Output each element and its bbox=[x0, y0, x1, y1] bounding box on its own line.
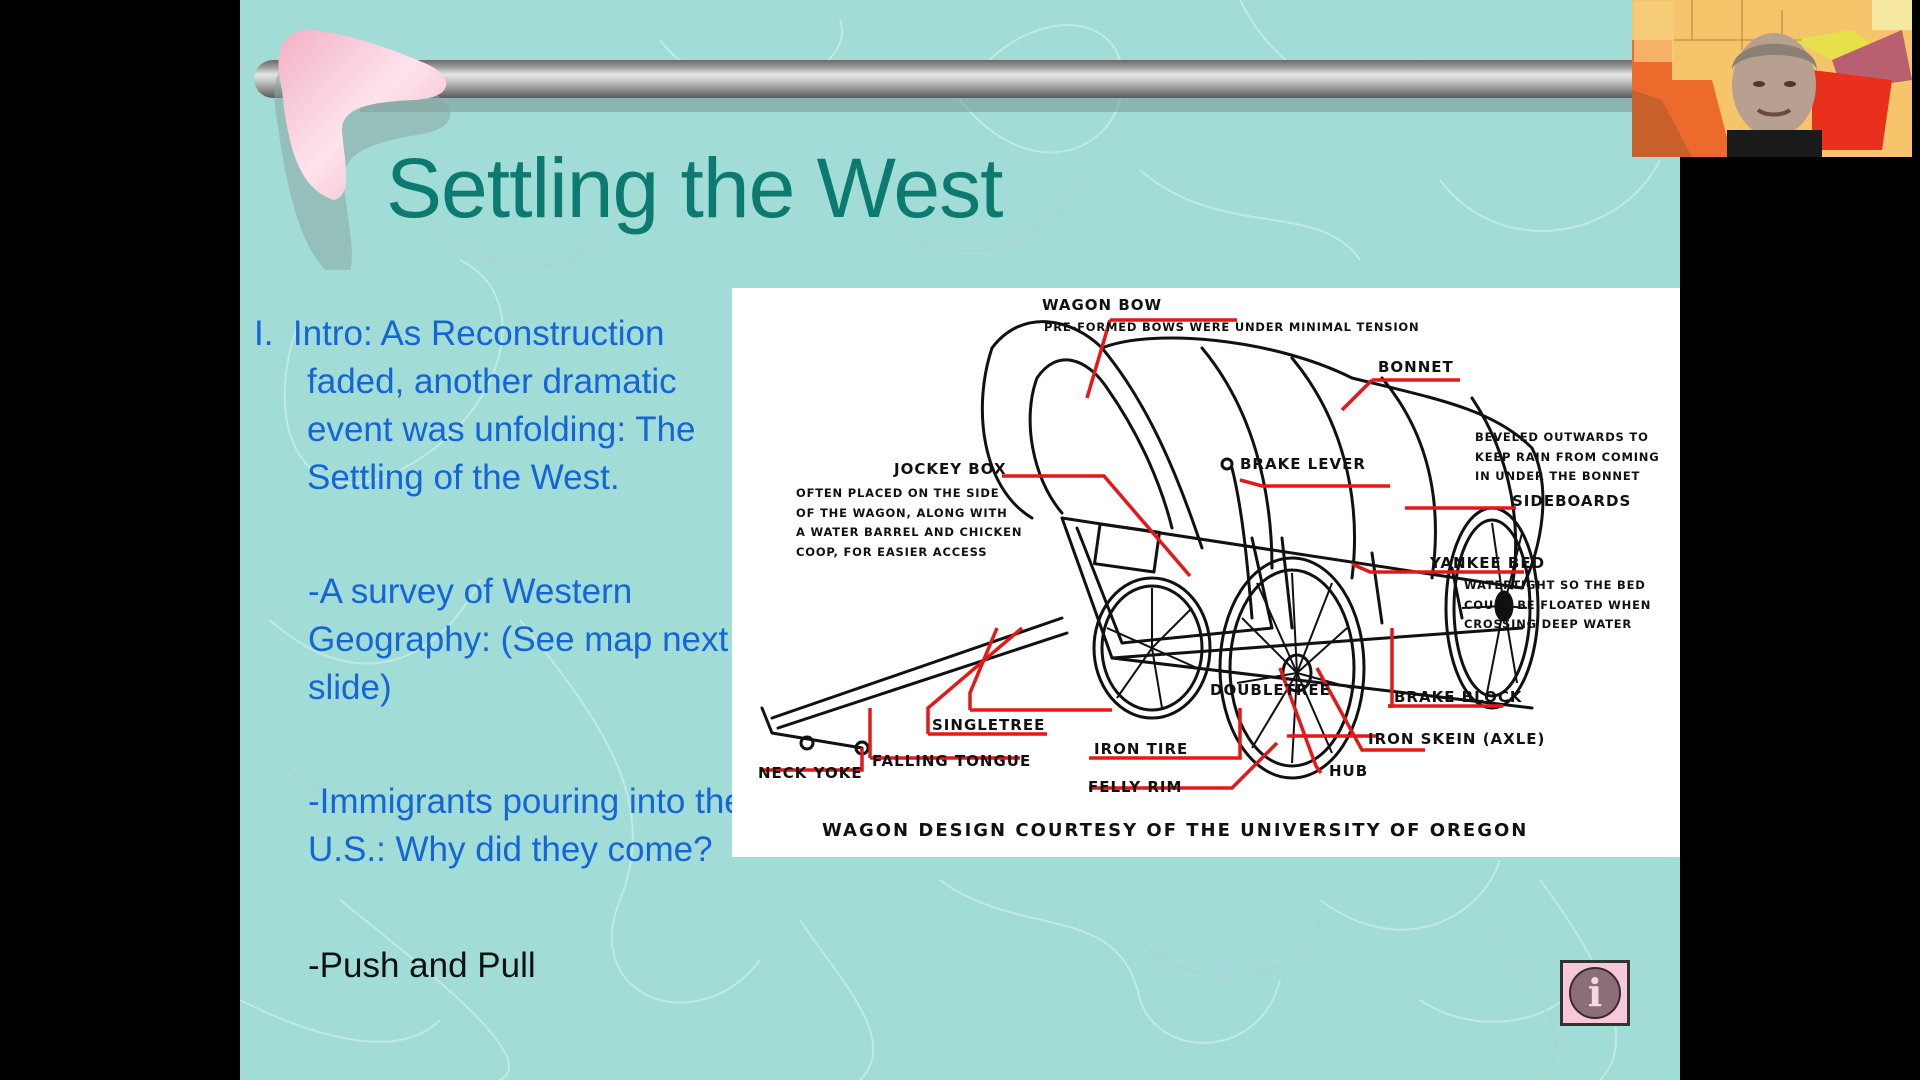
note-wagon-bow: PRE-FORMED BOWS WERE UNDER MINIMAL TENSI… bbox=[1044, 320, 1420, 334]
label-falling-tongue: FALLING TONGUE bbox=[872, 752, 1032, 770]
survey-subpoint: -A survey of Western Geography: (See map… bbox=[308, 568, 738, 712]
intro-line: Settling of the West. bbox=[307, 458, 620, 497]
label-singletree: SINGLETREE bbox=[932, 716, 1046, 734]
label-wagon-bow: WAGON BOW bbox=[1042, 296, 1163, 314]
info-icon: i bbox=[1569, 967, 1621, 1019]
note-yankee-bed: WATERTIGHT SO THE BED COULD BE FLOATED W… bbox=[1464, 576, 1651, 635]
presenter-webcam-overlay bbox=[1632, 0, 1912, 157]
bullet-marker: I. bbox=[254, 314, 274, 353]
label-hub: HUB bbox=[1329, 762, 1369, 780]
note-jockey-box: OFTEN PLACED ON THE SIDE OF THE WAGON, A… bbox=[796, 484, 1022, 562]
label-felly-rim: FELLY RIM bbox=[1088, 778, 1183, 796]
label-bonnet: BONNET bbox=[1378, 358, 1454, 376]
label-yankee-bed: YANKEE BED bbox=[1430, 554, 1546, 572]
intro-line: faded, another dramatic bbox=[307, 362, 677, 401]
intro-line: event was unfolding: The bbox=[307, 410, 696, 449]
note-line: OF THE WAGON, ALONG WITH bbox=[796, 505, 1008, 520]
note-line: COOP, FOR EASIER ACCESS bbox=[796, 544, 988, 559]
wagon-diagram: WAGON BOW PRE-FORMED BOWS WERE UNDER MIN… bbox=[732, 288, 1680, 857]
decorative-rod bbox=[254, 60, 1674, 98]
note-line: IN UNDER THE BONNET bbox=[1475, 469, 1641, 483]
label-jockey-box: JOCKEY BOX bbox=[894, 460, 1007, 478]
slide-title: Settling the West bbox=[386, 141, 1003, 235]
boomerang-decoration bbox=[274, 30, 451, 270]
intro-bullet: I. Intro: As Reconstruction faded, anoth… bbox=[254, 310, 734, 502]
survey-line: slide) bbox=[308, 668, 392, 707]
rod-shadow bbox=[360, 98, 1680, 112]
push-pull-subpoint: -Push and Pull bbox=[308, 946, 536, 985]
immigrants-subpoint: -Immigrants pouring into the U.S.: Why d… bbox=[308, 778, 748, 874]
note-line: BEVELED OUTWARDS TO bbox=[1475, 430, 1649, 444]
intro-line: Intro: As Reconstruction bbox=[292, 314, 665, 353]
info-button[interactable]: i bbox=[1560, 960, 1630, 1026]
webcam-video-frame bbox=[1632, 0, 1912, 157]
label-doubletree: DOUBLETREE bbox=[1210, 681, 1331, 699]
label-brake-lever: BRAKE LEVER bbox=[1240, 455, 1366, 473]
note-line: KEEP RAIN FROM COMING bbox=[1475, 449, 1660, 464]
survey-line: Geography: (See map next bbox=[308, 620, 729, 659]
label-iron-skein: IRON SKEIN (AXLE) bbox=[1368, 730, 1546, 748]
presentation-slide: Settling the West I. Intro: As Reconstru… bbox=[240, 0, 1680, 1080]
note-sideboards: BEVELED OUTWARDS TO KEEP RAIN FROM COMIN… bbox=[1475, 428, 1659, 487]
label-sideboards: SIDEBOARDS bbox=[1512, 492, 1632, 510]
figure-caption: WAGON DESIGN COURTESY OF THE UNIVERSITY … bbox=[822, 820, 1529, 841]
survey-line: -A survey of Western bbox=[308, 572, 633, 611]
label-brake-block: BRAKE BLOCK bbox=[1394, 688, 1523, 706]
note-line: A WATER BARREL AND CHICKEN bbox=[796, 525, 1023, 539]
immigrants-line: U.S.: Why did they come? bbox=[308, 830, 713, 869]
immigrants-line: -Immigrants pouring into the bbox=[308, 782, 744, 821]
note-line: OFTEN PLACED ON THE SIDE bbox=[796, 486, 1000, 500]
wagon-drawing bbox=[760, 318, 1545, 790]
note-line: WATERTIGHT SO THE BED bbox=[1464, 578, 1646, 592]
label-iron-tire: IRON TIRE bbox=[1094, 740, 1189, 758]
note-line: COULD BE FLOATED WHEN bbox=[1464, 597, 1652, 612]
label-neck-yoke: NECK YOKE bbox=[758, 764, 863, 782]
note-line: CROSSING DEEP WATER bbox=[1464, 617, 1633, 631]
